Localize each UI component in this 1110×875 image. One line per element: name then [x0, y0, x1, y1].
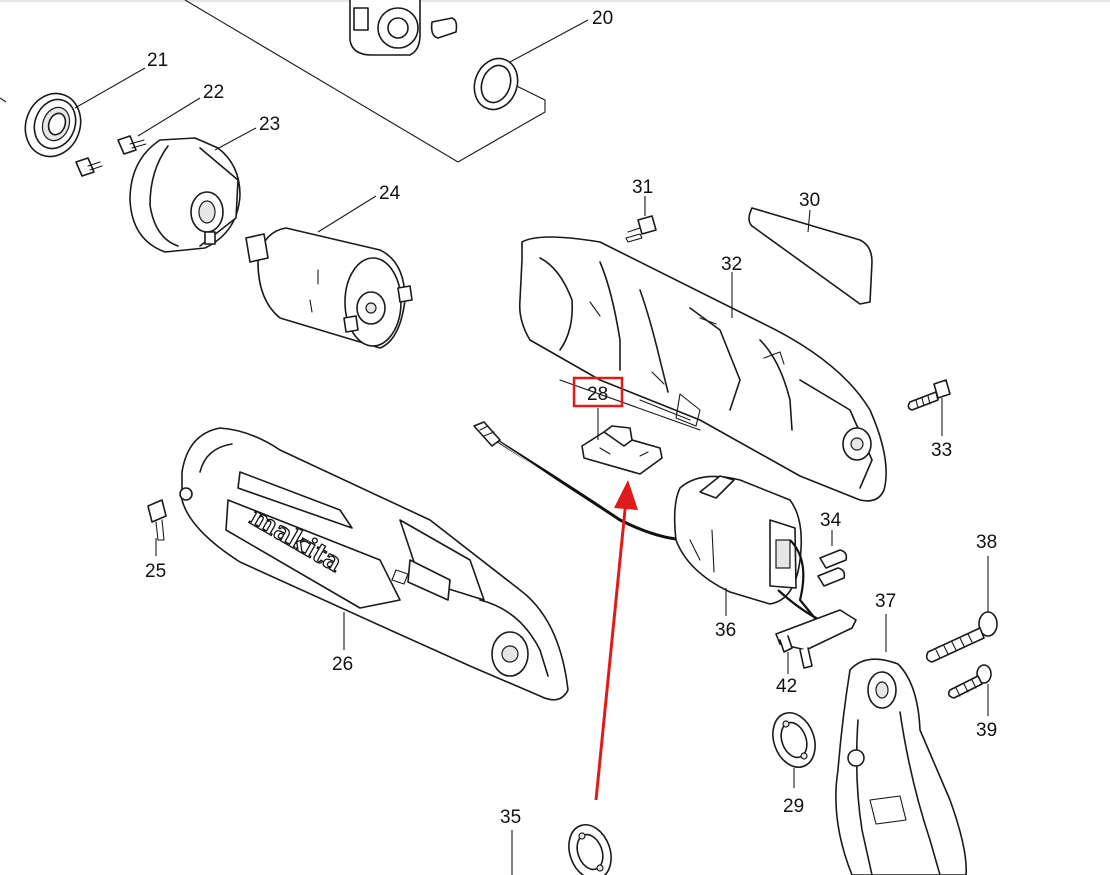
label-28: 28: [587, 384, 608, 405]
part-29-washer: [772, 712, 816, 788]
part-30-label: [748, 207, 873, 305]
part-cable: [473, 421, 691, 545]
label-34: 34: [820, 510, 842, 531]
label-24: 24: [379, 183, 401, 204]
part-32-housing: [518, 236, 887, 502]
label-33: 33: [931, 440, 952, 461]
part-number-labels: 20 21 22 23 24 25 26 28 29 30 31 32 33 3…: [145, 8, 997, 828]
label-36: 36: [715, 620, 736, 641]
label-35: 35: [500, 807, 521, 828]
part-38-screw: [925, 556, 998, 663]
part-22-screws: [75, 97, 201, 177]
highlight-arrow: [594, 480, 638, 801]
label-42: 42: [776, 676, 797, 697]
label-32: 32: [721, 254, 742, 275]
label-29: 29: [783, 796, 804, 817]
label-20: 20: [592, 8, 613, 29]
part-25-screw: [147, 499, 167, 556]
label-39: 39: [976, 720, 997, 741]
label-31: 31: [632, 177, 653, 198]
label-23: 23: [259, 114, 280, 135]
label-25: 25: [145, 561, 166, 582]
label-22: 22: [203, 82, 224, 103]
part-26-housing: makita: [179, 427, 569, 701]
part-37-handle: [835, 614, 967, 875]
part-20-o-ring: [473, 19, 589, 111]
highlight-box: [572, 376, 624, 408]
part-36-switch-holder: [673, 475, 821, 623]
part-35-washer: [511, 824, 612, 875]
part-23-motor-bracket: [129, 127, 257, 253]
part-21-bearing: [24, 67, 146, 158]
label-37: 37: [875, 591, 896, 612]
part-28-switch-button: [581, 408, 663, 475]
part-24-motor: [245, 195, 413, 349]
label-30: 30: [799, 190, 820, 211]
part-31-screw: [625, 196, 657, 243]
gear-housing-fragment: [349, 0, 458, 56]
label-38: 38: [976, 532, 997, 553]
part-34-pins: [817, 530, 848, 587]
part-42-terminal: [775, 609, 857, 674]
part-39-screw: [947, 664, 992, 716]
part-33-screw: [907, 379, 951, 436]
label-21: 21: [147, 50, 168, 71]
label-26: 26: [332, 654, 353, 675]
